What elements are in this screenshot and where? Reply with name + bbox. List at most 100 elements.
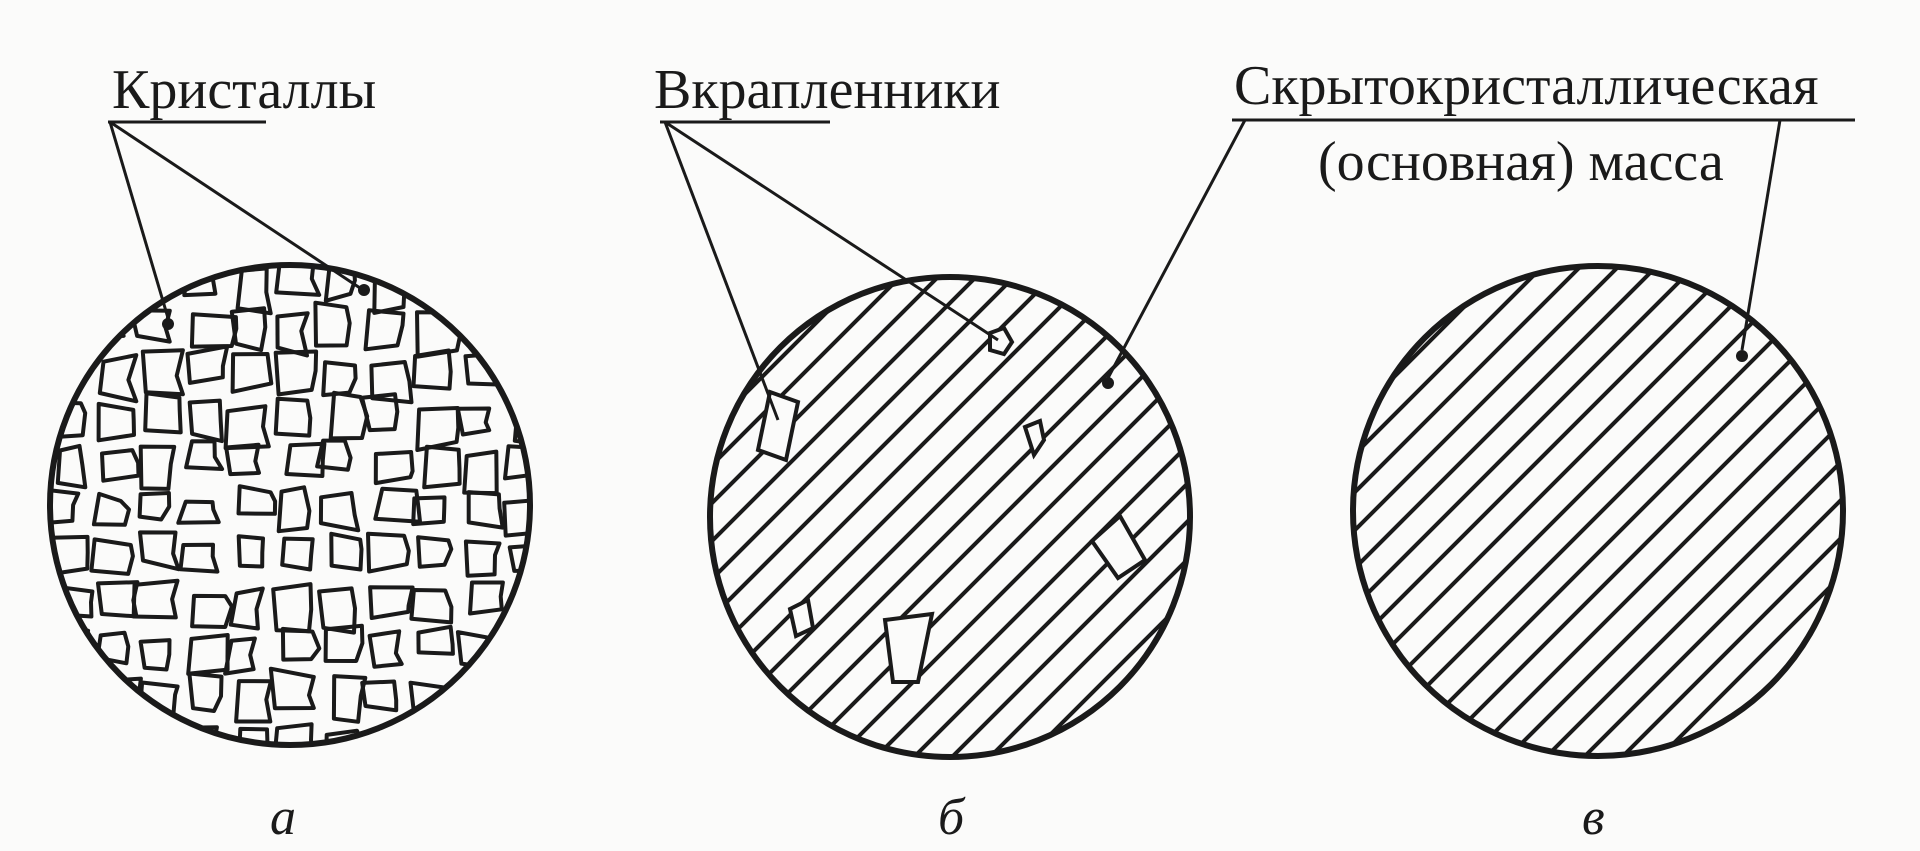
hatch-line [1496,266,1843,756]
crystal-grain [0,587,29,625]
crystal-grain [409,588,454,625]
crystal-grain [55,443,88,490]
crystal-grain [50,717,90,745]
crystal-grain [236,768,269,809]
crystal-grain [89,537,135,576]
crystal-grain [138,774,176,807]
crystal-grain [50,487,81,525]
hatch-line [1353,266,1594,756]
crystal-grain [190,593,234,629]
crystal-grain [321,360,358,398]
groundmass-dot-2 [1736,350,1748,362]
crystal-grain [462,449,499,496]
panel-c-cryptocrystalline [1350,263,1846,759]
hatch-line [1382,266,1843,756]
crystal-grain [236,534,265,569]
crystal-grain [131,578,180,620]
crystal-grain [461,221,492,259]
panel-a-outline [47,262,533,748]
crystal-grain [237,726,270,745]
crystal-grain [0,401,36,441]
hatch-line [1353,266,1518,756]
crystal-grain [236,484,278,516]
groundmass-dot-1 [1102,377,1114,389]
hatch-line [940,277,1190,757]
crystal-grain [506,724,530,745]
caption-a: а [270,789,296,846]
crystal-grain [468,580,505,616]
crystal-grain [224,442,261,477]
crystal-grain [373,450,415,486]
caption-c: в [1582,789,1605,846]
phenocryst-6 [882,611,935,684]
crystal-grain [0,359,31,391]
crystal-grain [179,725,219,745]
crystal-grain [463,721,497,745]
crystal-grain [506,631,530,663]
crystal-grain [92,217,130,251]
crystal-grain [0,497,25,540]
crystal-grain [187,398,224,444]
crystals-dot-2 [358,284,370,296]
crystal-grain [138,444,177,491]
crystal-grain [468,299,504,339]
crystal-grain [50,265,51,304]
hatch-line [1353,266,1746,756]
crystal-grain [331,674,368,724]
crystal-grain [273,349,319,397]
crystal-grain [508,684,530,722]
crystal-grain [3,220,31,251]
crystal-grain [140,348,185,397]
caption-b: б [938,789,965,846]
leader-lines [108,118,1855,421]
leader-dots [162,284,1748,389]
crystal-grain [558,634,596,673]
hatch-line [1353,266,1670,756]
crystal-grain [275,311,310,358]
crystal-grain [329,531,364,572]
crystal-grain [4,630,38,665]
crystal-grain [504,220,536,253]
crystal-grain [552,715,590,755]
crystal-grain [229,306,268,353]
crystal-grain [363,308,406,352]
crystal-grain [360,679,399,713]
crystal-grain [420,265,458,297]
hatch-line [1353,266,1708,756]
crystal-grain [411,780,440,811]
crystal-grain [461,265,493,298]
crystal-grain [189,312,239,349]
crystal-grain [556,773,589,803]
crystal-grain [555,538,597,573]
crystal-grain [228,586,265,631]
crystal-grain [367,629,404,669]
crystal-grain [143,391,183,435]
panel-c-outline [1350,263,1846,759]
phenocrysts-label: Вкрапленники [654,59,1001,121]
phenocryst-grains [755,325,1148,684]
crystal-grain [552,353,594,390]
hatch-line [710,277,912,757]
hatch-line [710,277,988,757]
hatch-line [1610,266,1843,756]
crystal-grain [96,401,136,443]
crystal-grain [6,446,43,477]
crystal-grain [236,217,270,248]
crystal-grain [360,392,400,433]
crystal-grain [419,725,463,745]
hatch-line [1458,266,1843,756]
crystal-grain [0,771,40,802]
crystal-grain [274,265,322,297]
crystal-grain [0,539,38,572]
phenocrysts-leader-1 [663,121,780,421]
hatch-line [1353,266,1632,756]
crystal-grain [187,671,224,713]
crystal-grain [50,356,77,389]
crystal-grain [315,438,353,472]
crystal-grain [132,718,181,745]
hatch-line [1648,266,1843,756]
crystal-grain [550,675,588,719]
crystal-grain [7,717,33,760]
crystal-grain [268,666,316,711]
